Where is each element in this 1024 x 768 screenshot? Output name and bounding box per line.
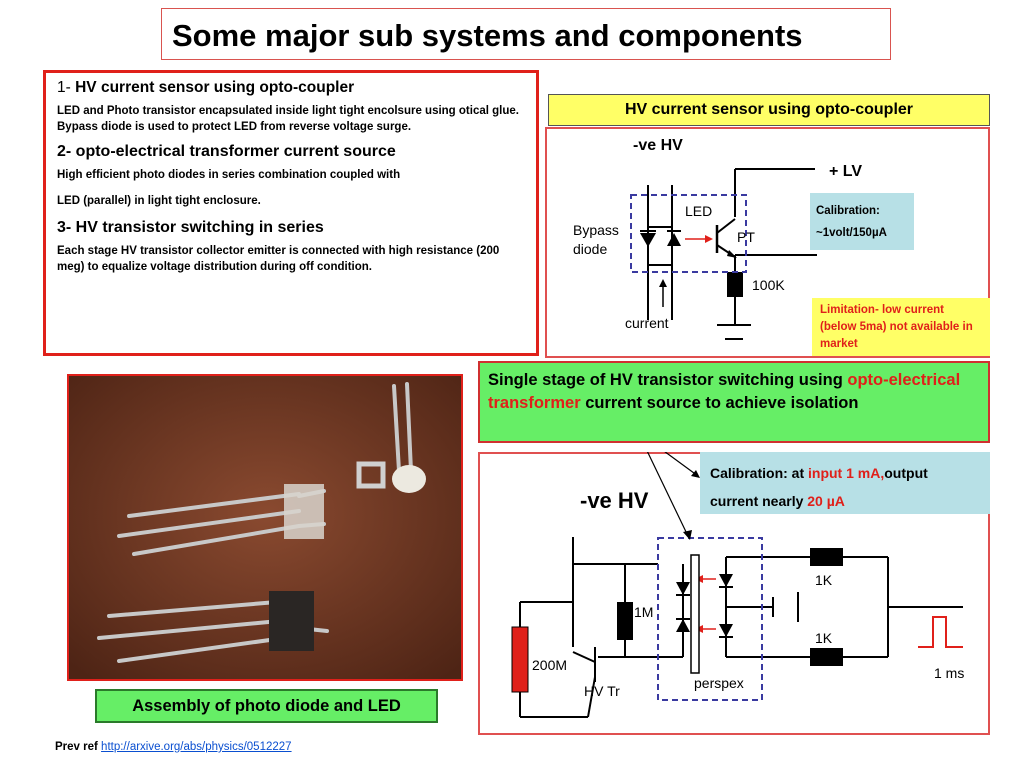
stage-calibration-box: Calibration: at input 1 mA,output curren… bbox=[700, 452, 990, 514]
diode-label: diode bbox=[573, 241, 608, 257]
pt-label: PT bbox=[737, 229, 755, 245]
perspex-label: perspex bbox=[694, 675, 744, 691]
item1-number: 1- bbox=[57, 79, 71, 96]
sensor-calibration-value: ~1volt/150µA bbox=[816, 227, 887, 239]
stage-neg-hv-label: -ve HV bbox=[580, 488, 649, 513]
stage-text-part1: Single stage of HV transistor switching … bbox=[488, 371, 848, 389]
stage-calibration-red2: 20 µA bbox=[807, 493, 845, 509]
sensor-calibration-box: Calibration: ~1volt/150µA bbox=[810, 193, 914, 250]
stage-calibration-part2: output bbox=[884, 465, 928, 481]
item1-heading-line: 1- HV current sensor using opto-coupler bbox=[57, 79, 525, 97]
limitation-note: Limitation- low current (below 5ma) not … bbox=[812, 298, 990, 356]
stage-circuit-diagram bbox=[511, 452, 963, 718]
stage-calibration-line2: current nearly 20 µA bbox=[710, 487, 980, 515]
item1-text: LED and Photo transistor encapsulated in… bbox=[57, 105, 519, 133]
assembly-photo-drawing bbox=[69, 376, 461, 679]
r100k-label: 100K bbox=[752, 277, 785, 293]
photo-caption: Assembly of photo diode and LED bbox=[95, 689, 438, 723]
item3-heading: 3- HV transistor switching in series bbox=[57, 219, 324, 236]
r1k-top-label: 1K bbox=[815, 572, 833, 588]
assembly-photo bbox=[67, 374, 463, 681]
sensor-plus-lv-label: + LV bbox=[829, 163, 863, 180]
stage-calibration-part3: current nearly bbox=[710, 493, 808, 509]
sensor-header: HV current sensor using opto-coupler bbox=[548, 94, 990, 126]
stage-description: Single stage of HV transistor switching … bbox=[478, 361, 990, 443]
hvtr-label: HV Tr bbox=[584, 683, 620, 699]
reference: Prev ref http://arxive.org/abs/physics/0… bbox=[55, 741, 292, 753]
title-box: Some major sub systems and components bbox=[161, 8, 891, 60]
item2-heading: 2- opto-electrical transformer current s… bbox=[57, 143, 396, 160]
r1k-bottom-label: 1K bbox=[815, 630, 833, 646]
sensor-calibration-label: Calibration: bbox=[816, 205, 880, 217]
page-title: Some major sub systems and components bbox=[172, 18, 803, 53]
reference-label: Prev ref bbox=[55, 741, 98, 753]
sensor-circuit-panel: -ve HV + LV LED Bypass diode PT 100K cur… bbox=[545, 127, 990, 358]
r200m-label: 200M bbox=[532, 657, 568, 673]
item2-text-line1: High efficient photo diodes in series co… bbox=[57, 169, 401, 181]
stage-calibration-part1: Calibration: at bbox=[710, 465, 809, 481]
stage-text-red: opto-electrical transformer bbox=[488, 371, 961, 412]
current-label: current bbox=[625, 315, 669, 331]
stage-text-part2: current source to achieve isolation bbox=[580, 394, 859, 412]
bypass-label: Bypass bbox=[573, 222, 619, 238]
pulse-label: 1 ms bbox=[934, 665, 965, 681]
r1m-label: 1M bbox=[634, 604, 654, 620]
led-label: LED bbox=[685, 203, 713, 219]
item3-text: Each stage HV transistor collector emitt… bbox=[57, 245, 500, 273]
sensor-neg-hv-label: -ve HV bbox=[633, 137, 683, 154]
description-box: 1- HV current sensor using opto-coupler … bbox=[43, 70, 539, 356]
stage-calibration-line1: Calibration: at input 1 mA,output bbox=[710, 459, 980, 487]
item2-text-line2: LED (parallel) in light tight enclosure. bbox=[57, 195, 261, 207]
reference-link[interactable]: http://arxive.org/abs/physics/0512227 bbox=[101, 741, 292, 753]
stage-calibration-red1: input 1 mA, bbox=[808, 465, 885, 481]
item1-heading: HV current sensor using opto-coupler bbox=[75, 79, 355, 96]
sensor-circuit-diagram bbox=[630, 168, 817, 340]
